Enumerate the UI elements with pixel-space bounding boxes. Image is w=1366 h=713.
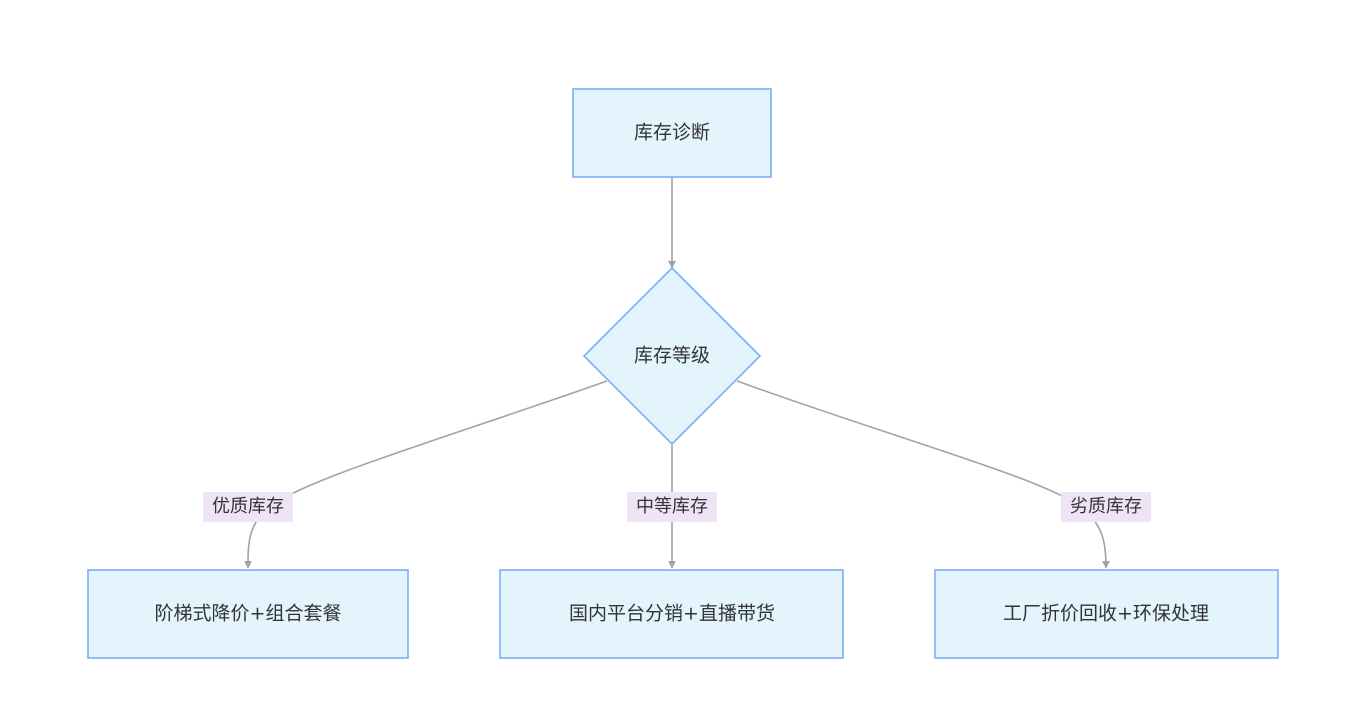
node-option-mid: 国内平台分销+直播带货 <box>499 569 844 659</box>
edge-label-mid-text: 中等库存 <box>636 496 708 517</box>
node-grade-decision: 库存等级 <box>582 266 762 446</box>
edge-label-low: 劣质库存 <box>1061 492 1151 522</box>
edge-label-high-text: 优质库存 <box>212 496 284 517</box>
edge-grade-to-high <box>244 380 608 569</box>
node-option-low: 工厂折价回收+环保处理 <box>934 569 1279 659</box>
node-option-mid-label: 国内平台分销+直播带货 <box>569 603 775 625</box>
node-diagnosis: 库存诊断 <box>572 88 772 178</box>
node-option-high-label: 阶梯式降价+组合套餐 <box>155 603 342 625</box>
node-diagnosis-label: 库存诊断 <box>634 122 710 144</box>
edge-grade-to-low <box>736 380 1110 569</box>
edge-label-high: 优质库存 <box>203 492 293 522</box>
node-option-low-label: 工厂折价回收+环保处理 <box>1003 603 1209 625</box>
edge-label-low-text: 劣质库存 <box>1070 496 1142 517</box>
node-grade-label: 库存等级 <box>634 345 710 367</box>
edge-label-mid: 中等库存 <box>627 492 717 522</box>
node-option-high: 阶梯式降价+组合套餐 <box>87 569 409 659</box>
